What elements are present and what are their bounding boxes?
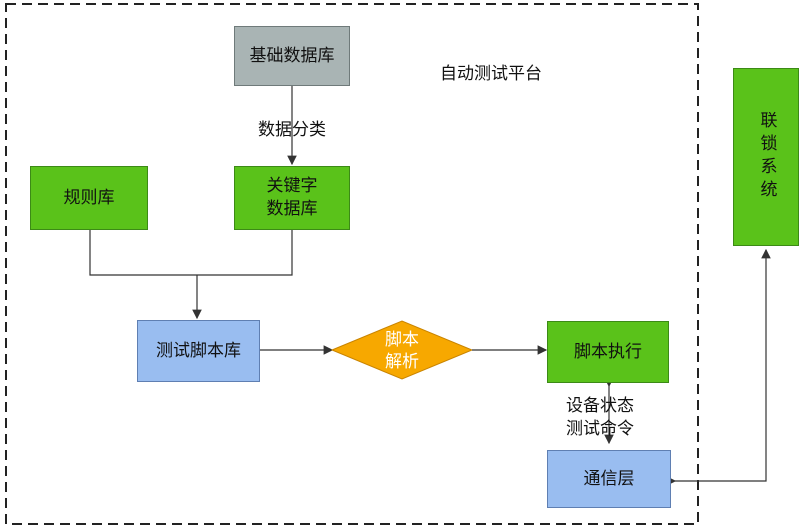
edge-rules-to-scripts: [89, 230, 197, 276]
platform-title: 自动测试平台: [440, 64, 542, 84]
node-keyword-db: 关键字 数据库: [234, 166, 350, 230]
node-keyword-db-line1: 关键字: [266, 176, 318, 197]
node-script-db-label: 测试脚本库: [156, 340, 241, 361]
edge-status-line2: 测试命令: [566, 419, 634, 439]
node-comm-label: 通信层: [583, 468, 635, 489]
node-base-db-label: 基础数据库: [249, 45, 335, 66]
node-exec-label: 脚本执行: [574, 341, 642, 362]
node-parse-label: 脚本 解析: [352, 323, 452, 379]
node-parse-line1: 脚本: [385, 329, 419, 350]
node-exec: 脚本执行: [547, 321, 669, 383]
edge-keywords-to-scripts: [197, 230, 293, 276]
edge-status-line1: 设备状态: [566, 396, 634, 416]
node-base-db: 基础数据库: [234, 26, 350, 86]
node-interlock-label: 联锁系统: [756, 111, 777, 203]
edge-comm-interlock: [666, 248, 771, 486]
node-keyword-db-line2: 数据库: [266, 199, 318, 219]
node-rule-db: 规则库: [30, 166, 148, 230]
node-comm: 通信层: [547, 450, 671, 508]
node-parse-line2: 解析: [385, 352, 419, 372]
node-rule-db-label: 规则库: [63, 187, 115, 208]
edge-classify-label: 数据分类: [258, 120, 326, 140]
node-interlock: 联锁系统: [733, 68, 799, 246]
platform-boundary: [5, 3, 699, 525]
node-script-db: 测试脚本库: [137, 320, 260, 382]
